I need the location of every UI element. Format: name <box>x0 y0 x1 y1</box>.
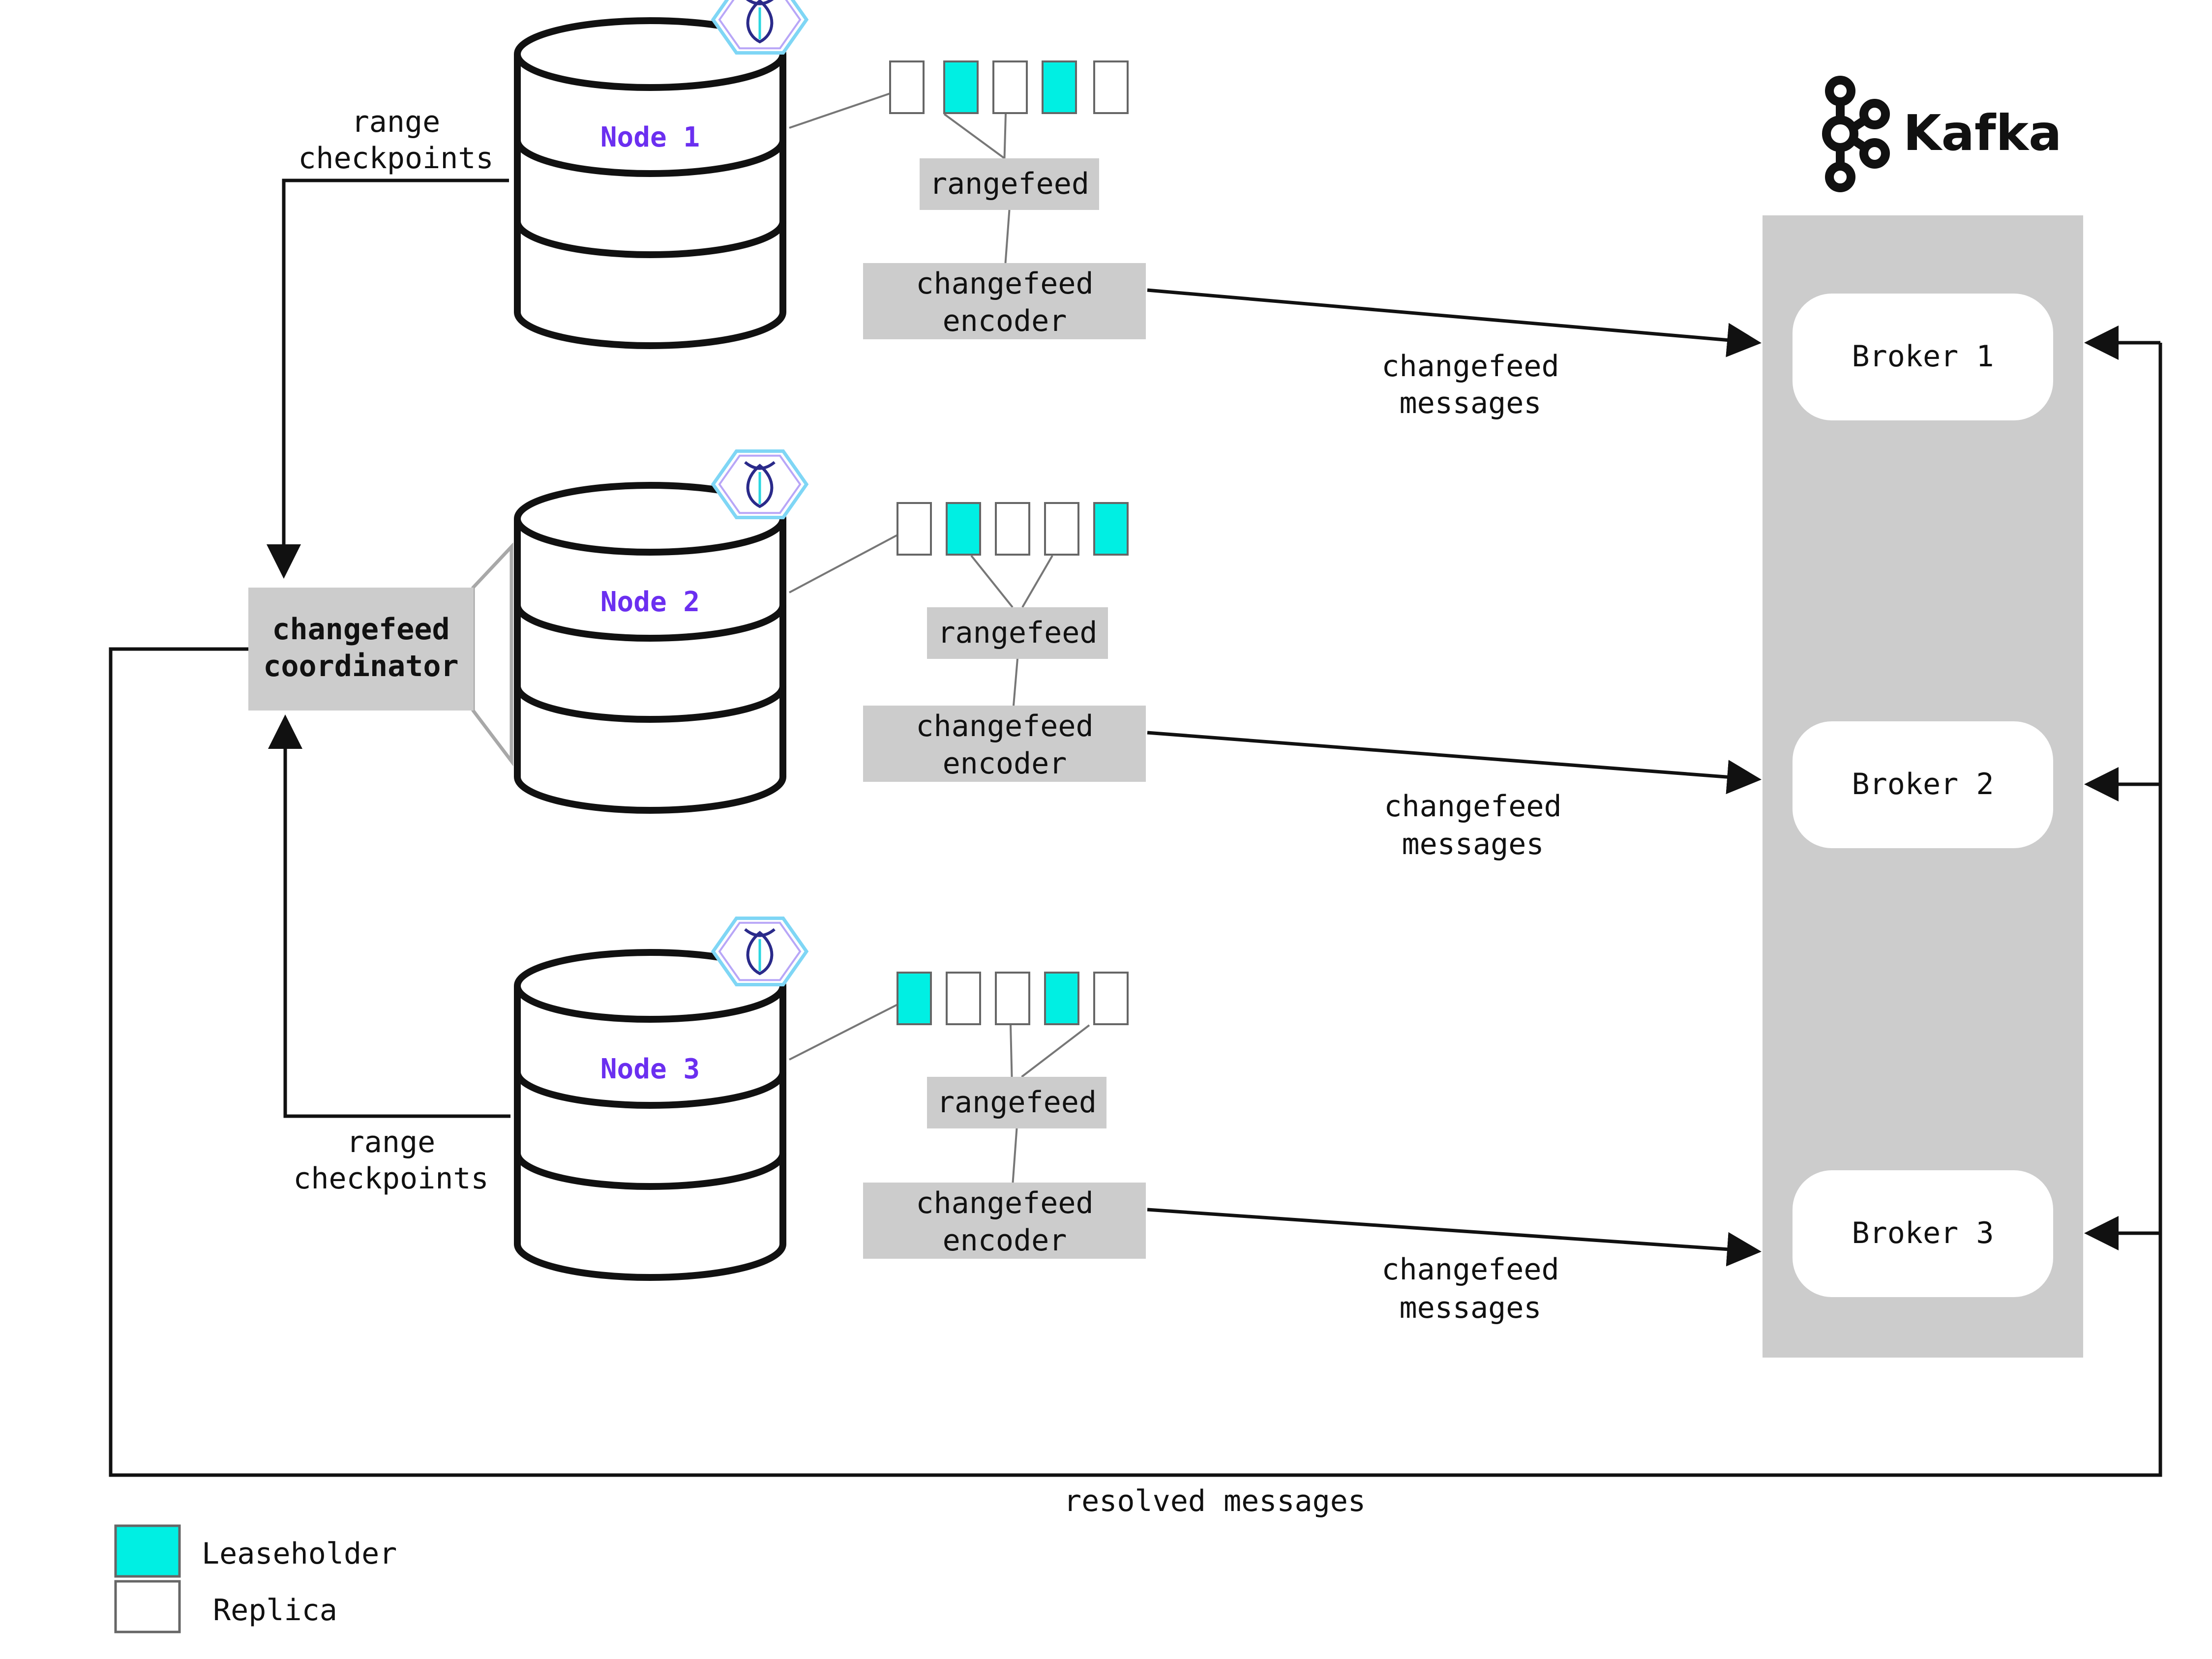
encoder-line1: changefeed <box>916 709 1093 743</box>
ranges-to-rangefeed-connector <box>943 113 1005 159</box>
cockroach-hexagon-icon <box>711 917 809 986</box>
broker-label: Broker 3 <box>1852 1216 1994 1250</box>
range-leaseholder <box>943 60 979 114</box>
broker-label: Broker 2 <box>1852 767 1994 801</box>
broker-3: Broker 3 <box>1793 1170 2053 1297</box>
broker-box <box>1793 721 2053 848</box>
checkpoints-top-line1: range <box>352 105 441 139</box>
range-leaseholder <box>897 972 932 1025</box>
node-label: Node 1 <box>600 121 700 153</box>
checkpoints-bottom-line1: range <box>347 1125 436 1159</box>
range-leaseholder <box>1093 502 1129 556</box>
encoder-line2: encoder <box>943 746 1067 781</box>
range-replica <box>995 502 1030 556</box>
node-2-group: Node 2rangefeedchangefeedencoderchangefe… <box>514 449 1762 861</box>
encoder-to-broker-arrow <box>1147 1208 1762 1267</box>
changefeed-coordinator: changefeed coordinator <box>248 542 513 767</box>
rangefeed-label: rangefeed <box>929 167 1089 201</box>
range-leaseholder <box>1044 972 1079 1025</box>
legend-replica-swatch <box>114 1580 181 1633</box>
broker-1: Broker 1 <box>1793 294 2053 420</box>
ranges-to-rangefeed-connector <box>1021 1024 1090 1078</box>
database-cylinder <box>514 482 786 814</box>
messages-line2: messages <box>1400 386 1542 420</box>
legend-leaseholder-label: Leaseholder <box>202 1537 397 1571</box>
legend-replica-label: Replica <box>213 1593 337 1628</box>
range-replica <box>995 972 1030 1025</box>
checkpoint-arrows <box>267 178 510 1118</box>
legend-leaseholder-swatch <box>114 1524 181 1578</box>
messages-line2: messages <box>1402 827 1544 861</box>
messages-line1: changefeed <box>1384 789 1561 824</box>
resolved-messages-label: resolved messages <box>1064 1484 1366 1518</box>
node-to-ranges-connector <box>789 92 891 129</box>
rangefeed-label: rangefeed <box>937 616 1097 650</box>
changefeed-encoder-box <box>863 1183 1146 1259</box>
messages-line1: changefeed <box>1381 1252 1559 1287</box>
encoder-to-broker-arrow <box>1147 731 1762 795</box>
ranges-to-rangefeed-connector <box>1010 1025 1013 1077</box>
range-leaseholder <box>946 502 981 556</box>
node-1-group: Node 1rangefeedchangefeedencoderchangefe… <box>514 0 1762 420</box>
changefeed-encoder-box <box>863 706 1146 782</box>
coordinator-connector <box>471 542 513 767</box>
range-replica <box>1093 972 1129 1025</box>
coordinator-line1: changefeed <box>272 612 449 647</box>
coordinator-box <box>248 588 474 711</box>
changefeed-encoder-box <box>863 263 1146 339</box>
rangefeed-to-encoder-connector <box>1012 1128 1018 1183</box>
coordinator-line2: coordinator <box>263 649 458 683</box>
checkpoints-label-bottom: range checkpoints <box>293 1125 488 1196</box>
range-replica <box>992 60 1028 114</box>
range-replica <box>1093 60 1129 114</box>
node-3-group: Node 3rangefeedchangefeedencoderchangefe… <box>514 917 1762 1325</box>
cockroach-hexagon-icon <box>711 449 809 519</box>
rangefeed-to-encoder-connector <box>1013 658 1018 706</box>
legend: Leaseholder Replica <box>114 1524 397 1633</box>
nodes-layer: Node 1rangefeedchangefeedencoderchangefe… <box>514 0 1762 1325</box>
kafka-logo-icon <box>1822 76 1890 192</box>
messages-line2: messages <box>1400 1291 1542 1325</box>
kafka-wordmark: Kafka <box>1903 104 2062 162</box>
checkpoints-top-line2: checkpoints <box>298 141 493 176</box>
ranges-to-rangefeed-connector <box>1021 555 1053 608</box>
broker-box <box>1793 1170 2053 1297</box>
node-to-ranges-connector <box>789 1004 898 1061</box>
broker-box <box>1793 294 2053 420</box>
database-cylinder <box>514 949 786 1281</box>
range-replica <box>897 502 932 556</box>
rangefeed-to-encoder-connector <box>1004 209 1011 264</box>
node-label: Node 2 <box>600 586 700 618</box>
resolved-messages-path <box>109 326 2162 1477</box>
checkpoints-label-top: range checkpoints <box>298 105 493 176</box>
encoder-line1: changefeed <box>916 267 1093 301</box>
rangefeed-box <box>927 607 1108 659</box>
broker-label: Broker 1 <box>1852 339 1994 374</box>
checkpoints-bottom-line2: checkpoints <box>293 1161 488 1196</box>
encoder-line2: encoder <box>943 304 1067 338</box>
broker-2: Broker 2 <box>1793 721 2053 848</box>
ranges-to-rangefeed-connector <box>970 555 1014 608</box>
range-leaseholder <box>1042 60 1077 114</box>
messages-line1: changefeed <box>1381 349 1559 384</box>
rangefeed-box <box>927 1077 1106 1128</box>
encoder-line1: changefeed <box>916 1186 1093 1220</box>
range-replica <box>946 972 981 1025</box>
range-replica <box>1044 502 1079 556</box>
ranges-to-rangefeed-connector <box>1003 114 1007 159</box>
database-cylinder <box>514 17 786 349</box>
kafka-logo: Kafka <box>1822 76 2062 192</box>
range-replica <box>889 60 925 114</box>
encoder-to-broker-arrow <box>1147 288 1762 357</box>
cockroach-hexagon-icon <box>711 0 809 55</box>
rangefeed-box <box>920 158 1099 210</box>
encoder-line2: encoder <box>943 1223 1067 1258</box>
rangefeed-label: rangefeed <box>937 1085 1097 1120</box>
node-label: Node 3 <box>600 1053 700 1085</box>
node-to-ranges-connector <box>789 534 898 593</box>
